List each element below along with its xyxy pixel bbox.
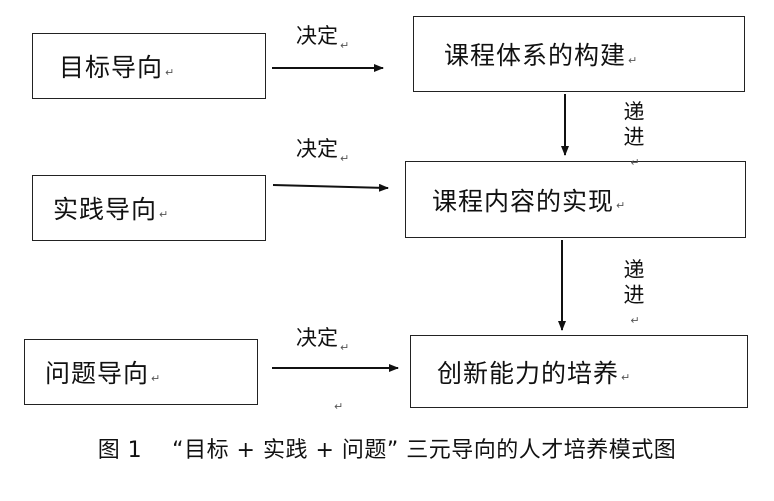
paragraph-mark: ↵ — [628, 53, 638, 67]
course-content-box: 课程内容的实现↵ — [405, 161, 746, 238]
paragraph-mark: ↵ — [165, 65, 175, 79]
curriculum-system-box: 课程体系的构建↵ — [413, 16, 745, 92]
decide-label-3: 决定↵ — [296, 326, 350, 354]
practice-orientation-box: 实践导向↵ — [32, 175, 266, 241]
paragraph-mark: ↵ — [616, 199, 626, 212]
innovation-ability-box: 创新能力的培养↵ — [410, 335, 748, 408]
paragraph-mark: ↵ — [334, 400, 344, 413]
goal-orientation-label: 目标导向 — [59, 53, 164, 82]
course-content-label: 课程内容的实现 — [432, 186, 615, 216]
problem-orientation-box: 问题导向↵ — [24, 339, 258, 405]
practice-orientation-label: 实践导向 — [53, 195, 158, 224]
problem-orientation-label: 问题导向 — [45, 359, 150, 388]
paragraph-mark: ↵ — [159, 207, 169, 221]
decide-label-2: 决定↵ — [296, 137, 350, 165]
progress-label-1: 递进↵ — [623, 100, 645, 169]
decide-label-1: 决定↵ — [296, 24, 350, 52]
paragraph-mark: ↵ — [151, 371, 161, 385]
figure-caption: 图 1 “目标 + 实践 + 问题” 三元导向的人才培养模式图 — [97, 438, 677, 463]
progress-label-2: 递进↵ — [623, 258, 645, 327]
curriculum-system-label: 课程体系的构建 — [444, 41, 627, 70]
goal-orientation-box: 目标导向↵ — [32, 33, 266, 99]
decide-arrow-2 — [272, 183, 389, 192]
paragraph-mark: ↵ — [621, 371, 631, 384]
innovation-ability-label: 创新能力的培养 — [437, 358, 620, 388]
